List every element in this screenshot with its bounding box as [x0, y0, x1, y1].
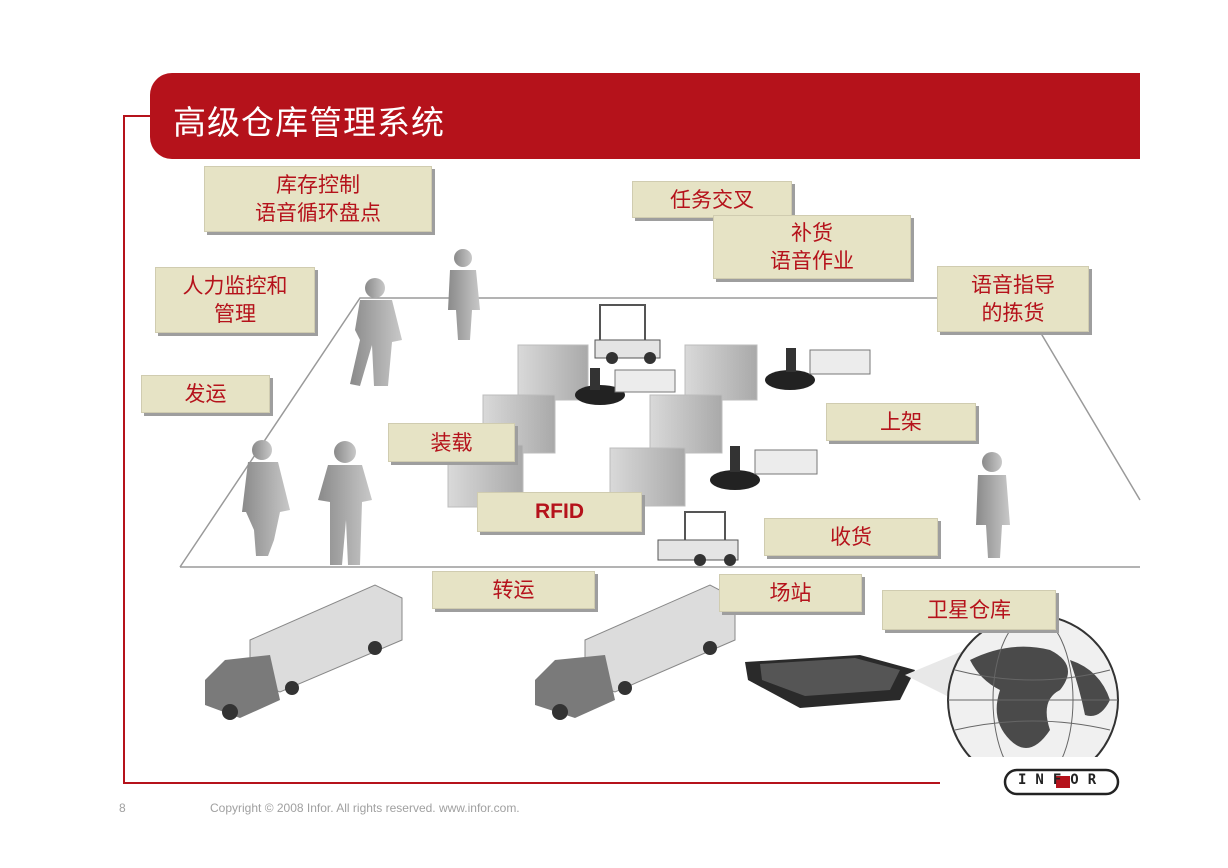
label-inventory-control: 库存控制 语音循环盘点	[204, 166, 432, 232]
label-replenish-line1: 补货	[791, 221, 833, 245]
label-labor: 人力监控和 管理	[155, 267, 315, 333]
person-1	[448, 249, 480, 340]
label-putaway: 上架	[826, 403, 976, 441]
label-labor-line1: 人力监控和	[182, 274, 288, 298]
cart-right-mid	[710, 446, 818, 490]
copyright-text: Copyright © 2008 Infor. All rights reser…	[210, 801, 520, 815]
label-yard: 场站	[719, 574, 862, 612]
frame-bottom-line	[123, 782, 993, 784]
label-inventory-line2: 语音循环盘点	[255, 201, 381, 225]
label-task-interleave: 任务交叉	[632, 181, 792, 218]
infor-logo-text: INFOR	[1018, 772, 1106, 788]
frame-top-line	[123, 115, 153, 117]
infor-logo	[1003, 768, 1120, 796]
label-transfer: 转运	[432, 571, 595, 609]
label-voice-pick: 语音指导 的拣货	[937, 266, 1089, 332]
label-inventory-line1: 库存控制	[276, 173, 360, 197]
page-number: 8	[119, 801, 126, 815]
label-satellite-warehouse: 卫星仓库	[882, 590, 1056, 630]
truck-right	[535, 584, 736, 720]
cart-right-top	[765, 348, 871, 390]
person-2	[350, 278, 402, 386]
cart-left	[575, 368, 676, 405]
label-labor-line2: 管理	[214, 302, 256, 326]
label-replenish-line2: 语音作业	[770, 249, 854, 273]
forklift-top	[594, 304, 661, 364]
label-voice-pick-line2: 的拣货	[981, 301, 1045, 325]
person-3	[242, 440, 290, 556]
label-rfid: RFID	[477, 492, 642, 532]
label-receive: 收货	[764, 518, 938, 556]
title-bar	[150, 73, 1140, 159]
globe-icon	[905, 614, 1119, 786]
satellite-panel	[745, 655, 915, 708]
label-voice-pick-line1: 语音指导	[971, 273, 1055, 297]
page-title: 高级仓库管理系统	[173, 103, 445, 142]
truck-left	[205, 584, 403, 720]
person-5	[976, 452, 1010, 558]
label-replenish: 补货 语音作业	[713, 215, 911, 279]
warehouse-floor	[179, 297, 1141, 568]
label-ship: 发运	[141, 375, 270, 413]
person-4	[318, 441, 372, 565]
label-load: 装载	[388, 423, 515, 462]
forklift-bottom	[657, 511, 739, 566]
frame-left-line	[123, 115, 125, 784]
